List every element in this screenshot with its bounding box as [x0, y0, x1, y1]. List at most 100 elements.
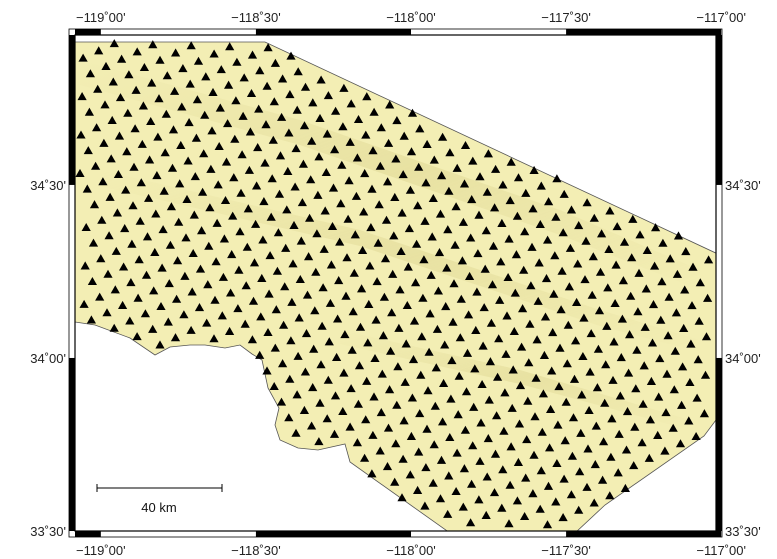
station-triangle — [166, 202, 176, 211]
map-graticule: −119˚00'−119˚00'−118˚30'−118˚30'−118˚00'… — [30, 10, 760, 558]
station-triangle — [511, 250, 521, 259]
station-triangle — [282, 205, 292, 214]
station-triangle — [263, 328, 273, 336]
station-triangle — [142, 232, 153, 241]
lat-label-right: 33˚30' — [725, 524, 761, 539]
station-triangle — [589, 498, 599, 507]
station-triangle — [534, 258, 544, 267]
station-triangle — [298, 159, 308, 168]
station-triangle — [160, 148, 170, 157]
station-triangle — [677, 400, 687, 409]
station-triangle — [171, 48, 181, 57]
station-triangle — [692, 393, 702, 402]
station-triangle — [466, 518, 476, 527]
station-triangle — [605, 206, 615, 215]
station-triangle — [328, 183, 339, 192]
station-triangle — [437, 171, 447, 180]
station-triangle — [480, 264, 490, 273]
station-triangle — [524, 358, 534, 367]
station-triangle — [270, 343, 280, 352]
station-triangle — [440, 340, 450, 349]
station-triangle — [244, 165, 254, 174]
station-triangle — [368, 146, 378, 155]
station-triangle — [638, 399, 648, 408]
station-triangle — [609, 337, 619, 346]
station-triangle — [109, 39, 119, 48]
station-triangle — [688, 262, 698, 271]
station-triangle — [395, 285, 405, 294]
station-triangle — [224, 80, 234, 89]
station-triangle — [239, 73, 249, 82]
station-triangle — [247, 50, 258, 59]
station-triangle — [186, 41, 196, 50]
station-triangle — [504, 234, 514, 243]
station-triangle — [602, 321, 612, 330]
station-triangle — [663, 331, 673, 340]
station-triangle — [99, 138, 109, 147]
station-triangle — [625, 330, 635, 339]
station-triangle — [386, 346, 396, 355]
station-triangle — [475, 456, 485, 465]
station-triangle — [81, 223, 91, 231]
station-triangle — [535, 504, 545, 513]
station-triangle — [209, 334, 219, 343]
station-triangle — [413, 485, 423, 494]
station-triangle — [592, 383, 602, 392]
station-triangle — [552, 174, 562, 183]
station-triangle — [199, 149, 209, 158]
station-triangle — [103, 269, 113, 278]
station-triangle — [434, 248, 445, 257]
station-triangle — [505, 196, 515, 205]
station-triangle — [678, 362, 688, 371]
station-triangle — [258, 235, 268, 244]
station-triangle — [374, 200, 384, 209]
station-triangle — [529, 450, 539, 459]
station-triangle — [262, 81, 272, 90]
station-triangle — [150, 247, 160, 256]
station-triangle — [668, 423, 678, 432]
station-triangle — [543, 481, 554, 490]
station-triangle — [225, 326, 235, 335]
station-triangle — [176, 140, 186, 149]
station-triangle — [301, 329, 312, 338]
station-triangle — [615, 391, 625, 400]
station-triangle — [321, 168, 331, 176]
station-triangle — [316, 75, 326, 84]
station-triangle — [351, 191, 361, 200]
station-triangle — [369, 392, 379, 401]
station-triangle — [307, 421, 317, 430]
station-triangle — [621, 445, 632, 454]
station-triangle — [510, 288, 520, 297]
station-triangle — [104, 231, 114, 240]
station-triangle — [402, 301, 412, 309]
station-triangle — [483, 434, 493, 443]
station-triangle — [80, 261, 90, 270]
station-triangle — [184, 118, 194, 127]
station-triangle — [294, 313, 304, 322]
station-triangle — [613, 468, 623, 477]
station-triangle — [308, 383, 318, 392]
station-triangle — [172, 294, 182, 303]
station-triangle — [481, 226, 491, 235]
seismic-stations — [75, 39, 714, 529]
station-triangle — [582, 482, 592, 491]
station-triangle — [135, 216, 145, 225]
station-triangle — [399, 416, 409, 425]
station-triangle — [484, 395, 494, 404]
station-triangle — [656, 315, 666, 324]
station-triangle — [443, 225, 453, 234]
land-area — [75, 41, 716, 531]
station-triangle — [339, 368, 349, 377]
station-triangle — [439, 378, 449, 387]
station-triangle — [611, 260, 621, 269]
station-triangle — [290, 182, 300, 191]
station-triangle — [385, 100, 395, 109]
station-triangle — [232, 57, 242, 66]
station-triangle — [305, 213, 315, 222]
station-triangle — [346, 384, 356, 393]
station-triangle — [600, 398, 610, 407]
station-triangle — [221, 157, 232, 166]
station-triangle — [352, 153, 362, 162]
station-triangle — [563, 320, 573, 329]
